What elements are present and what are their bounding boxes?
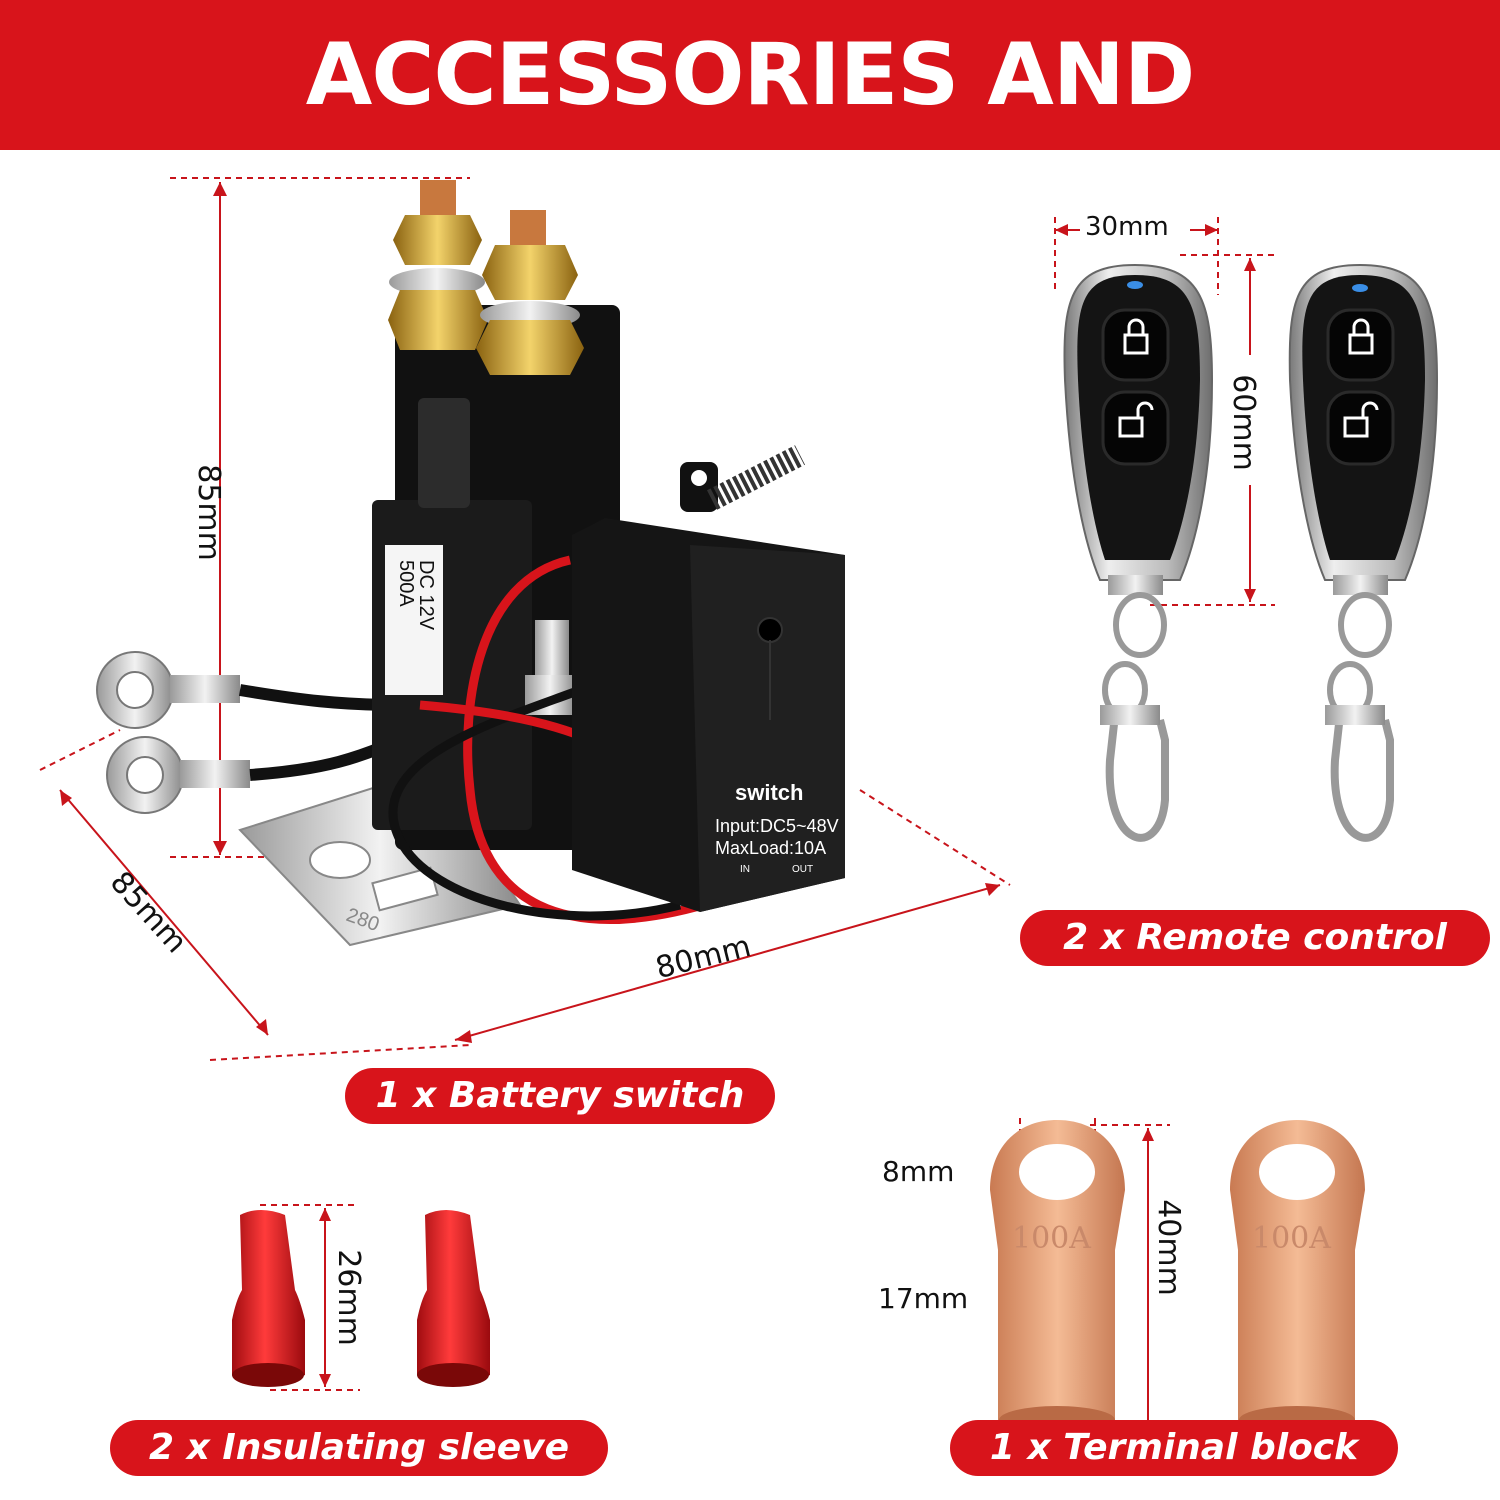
terminal-width-label: 17mm [878, 1282, 969, 1315]
insulating-sleeve-caption: 2 x Insulating sleeve [110, 1420, 608, 1476]
terminal-hole-label: 8mm [882, 1155, 955, 1188]
module-input: Input:DC5~48V [715, 816, 839, 836]
terminal-block-caption: 1 x Terminal block [950, 1420, 1398, 1476]
battery-switch-illustration: 280 500A DC 12V [39, 177, 1011, 1061]
solenoid-voltage: DC 12V [415, 560, 437, 631]
module-max-load: MaxLoad:10A [715, 838, 826, 858]
terminal-blocks-illustration: 100A 100A [990, 1118, 1365, 1441]
module-in-label: IN [740, 864, 750, 875]
terminal-length-label: 40mm [1150, 1199, 1186, 1296]
remote-control-caption: 2 x Remote control [1020, 910, 1490, 966]
insulating-sleeves-illustration [232, 1204, 490, 1391]
page-title: ACCESSORIES AND DIMENSIONS [305, 25, 1195, 235]
terminal-stamp-1: 100A [1012, 1221, 1091, 1256]
battery-height-label: 85mm [190, 464, 226, 561]
solenoid-rating: 500A [395, 560, 417, 607]
battery-switch-caption: 1 x Battery switch [345, 1068, 775, 1124]
remote-controls-illustration [1054, 217, 1439, 842]
remote-height-label: 60mm [1225, 374, 1261, 471]
remote-width-label: 30mm [1085, 212, 1169, 242]
module-out-label: OUT [792, 864, 813, 875]
sleeve-height-label: 26mm [330, 1249, 366, 1346]
module-title: switch [735, 780, 803, 805]
title-banner [0, 0, 1500, 150]
terminal-stamp-2: 100A [1252, 1221, 1331, 1256]
